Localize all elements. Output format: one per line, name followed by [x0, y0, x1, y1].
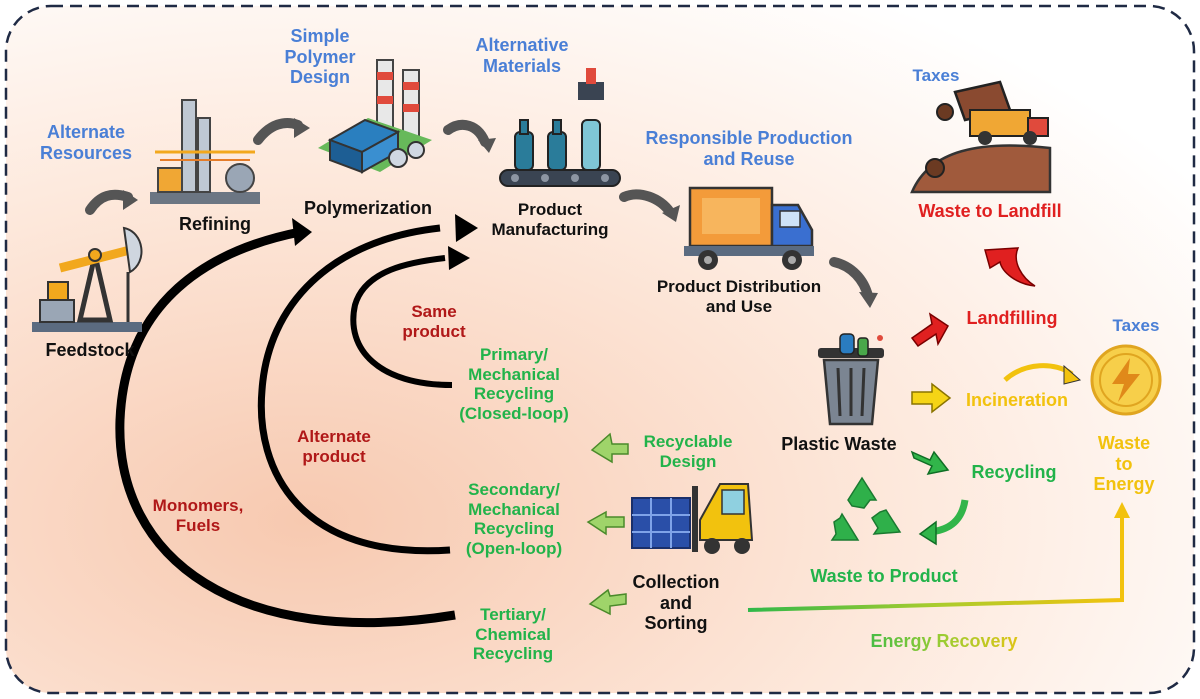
taxes-right-label: Taxes	[1112, 316, 1160, 335]
same-product-label: Same product	[402, 302, 466, 341]
oil-pumpjack-icon	[32, 226, 143, 332]
waste-to-energy-label: Waste to Energy	[1093, 433, 1155, 495]
recycling-flow-arrows	[586, 432, 629, 616]
alternate-product-arc	[257, 224, 451, 555]
arrowhead-manufacturing-2	[448, 246, 470, 270]
recycling-arrowheads	[292, 214, 478, 270]
landfill-up-arrow-icon	[984, 247, 1036, 287]
delivery-truck-icon	[684, 186, 814, 270]
refining-label: Refining	[179, 214, 251, 234]
feedstock-label: Feedstock	[45, 340, 135, 360]
secondary-recycling-arrow	[586, 510, 625, 536]
polymerization-label: Polymerization	[303, 198, 433, 218]
trash-bin-icon	[818, 333, 884, 426]
recycling-curved-arrow-icon	[918, 499, 969, 546]
landfilling-arrow-icon	[910, 312, 949, 348]
recycling-label: Recycling	[971, 462, 1057, 482]
secondary-recycling-label: Secondary/ Mechanical Recycling (Open-lo…	[465, 480, 563, 558]
product-distribution-label: Product Distribution and Use	[656, 277, 822, 316]
energy-recovery-label: Energy Recovery	[848, 631, 1040, 652]
energy-recovery-line	[747, 512, 1124, 612]
incineration-curved-arrow-icon	[1003, 363, 1082, 385]
landfilling-label: Landfilling	[966, 308, 1058, 328]
alternate-resources-label: Alternate Resources	[39, 122, 133, 163]
primary-recycling-label: Primary/ Mechanical Recycling (Closed-lo…	[459, 345, 569, 423]
primary-recycling-arrow	[590, 432, 629, 464]
energy-recovery-arrowhead	[1114, 502, 1130, 518]
arrowhead-manufacturing	[455, 214, 478, 242]
recycling-return-arrows	[115, 224, 456, 627]
alternate-product-label: Alternate product	[297, 427, 371, 466]
product-manufacturing-label: Product Manufacturing	[491, 200, 609, 239]
forklift-icon	[631, 483, 754, 554]
monomers-fuels-label: Monomers, Fuels	[152, 496, 244, 535]
tertiary-recycling-label: Tertiary/ Chemical Recycling	[472, 605, 554, 664]
plastic-waste-label: Plastic Waste	[781, 434, 897, 454]
refinery-icon	[150, 99, 260, 204]
recycle-icon	[830, 476, 902, 541]
collection-sorting-label: Collection and Sorting	[632, 572, 720, 634]
incineration-arrow-icon	[911, 382, 952, 414]
lightning-icon	[1090, 344, 1162, 416]
alternative-materials-label: Alternative Materials	[475, 35, 569, 76]
tertiary-recycling-arrow	[588, 588, 627, 616]
simple-polymer-design-label: Simple Polymer Design	[284, 26, 356, 88]
arrowhead-polymerization	[292, 218, 312, 246]
recycling-arrow-icon	[910, 450, 950, 476]
incineration-label: Incineration	[965, 390, 1068, 410]
factory-icon	[318, 59, 432, 174]
background-frame	[4, 4, 1196, 695]
recyclable-design-label: Recyclable Design	[643, 432, 733, 471]
bottling-conveyor-icon	[499, 68, 621, 187]
taxes-top-label: Taxes	[912, 66, 960, 85]
waste-to-landfill-label: Waste to Landfill	[918, 201, 1062, 221]
same-product-arc	[350, 255, 453, 388]
responsible-production-label: Responsible Production and Reuse	[645, 128, 853, 169]
monomers-arc	[115, 227, 456, 627]
waste-to-product-label: Waste to Product	[810, 566, 958, 586]
dump-truck-icon	[910, 80, 1052, 194]
